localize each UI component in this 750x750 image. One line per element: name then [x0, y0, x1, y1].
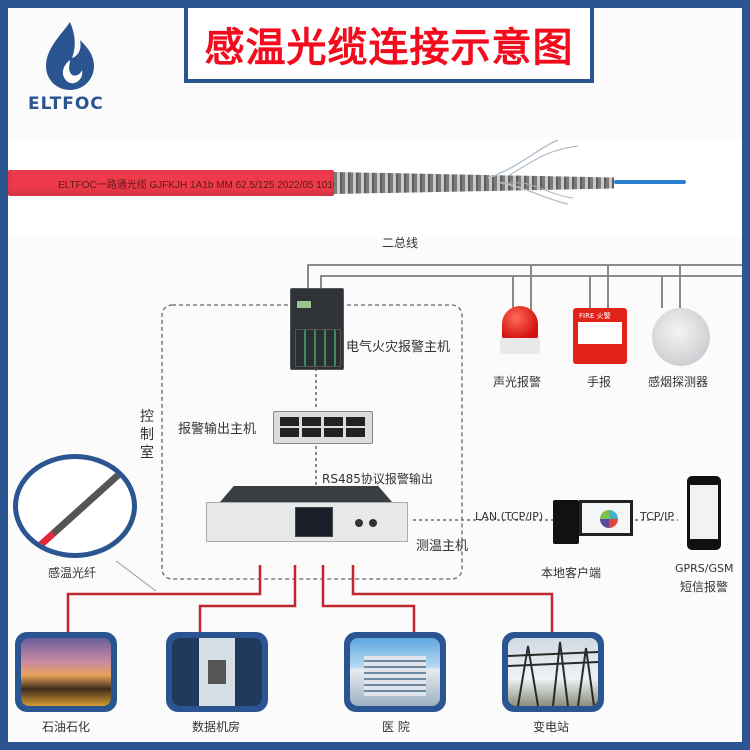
sound-light-alarm-device: [498, 306, 542, 362]
temp-measure-host-device: [206, 486, 408, 546]
alarm-output-host-label: 报警输出主机: [178, 422, 257, 437]
lan-label: LAN (TCP/IP): [475, 510, 544, 523]
fire-alarm-host-device: [290, 288, 344, 370]
mobile-phone-device: [687, 476, 721, 550]
fire-alarm-host-label: 电气火灾报警主机: [346, 340, 451, 355]
control-room-label-3: 室: [140, 445, 154, 461]
alarm-output-host-device: [273, 411, 373, 444]
control-room-label-2: 制: [140, 427, 154, 443]
sms-label-line1: GPRS/GSM: [675, 562, 734, 575]
app-panel-data-center: [166, 632, 268, 712]
brand-logo: ELTFOC: [22, 18, 122, 114]
control-room-label-1: 控: [140, 409, 154, 425]
cable-print-text: ELTFOC一路通光缆 GJFKJH 1A1b MM 62.5/125 2022…: [58, 180, 347, 191]
manual-alarm-plate: FIRE 火警: [579, 312, 611, 320]
sensing-fiber-label: 感温光纤: [48, 566, 97, 580]
cable-red-sheath: [8, 170, 334, 196]
cable-braided-armor: [334, 172, 614, 194]
local-client-pc-tower: [553, 500, 579, 544]
sensing-fiber-magnifier: [13, 454, 137, 558]
app-panel-substation: [502, 632, 604, 712]
sms-label-line2: 短信报警: [680, 580, 729, 594]
title-banner: 感温光缆连接示意图: [184, 8, 594, 83]
manual-alarm-label: 手报: [587, 375, 612, 389]
app-label-hospital: 医 院: [382, 720, 410, 734]
host-display: [295, 507, 333, 537]
cable-illustration: ELTFOC一路通光缆 GJFKJH 1A1b MM 62.5/125 2022…: [8, 138, 742, 238]
local-client-label: 本地客户端: [541, 566, 602, 580]
temp-host-label: 测温主机: [416, 539, 469, 554]
app-panel-refinery: [15, 632, 117, 712]
knob-2: [369, 519, 377, 527]
bus-label: 二总线: [382, 236, 419, 250]
local-client-monitor: [579, 500, 633, 536]
cable-frayed-wires: [487, 139, 579, 205]
hospital-icon: [350, 638, 440, 706]
pie-chart-icon: [600, 510, 618, 528]
refinery-icon: [21, 638, 111, 706]
page-title: 感温光缆连接示意图: [204, 24, 574, 71]
rs485-label: RS485协议报警输出: [322, 472, 433, 486]
app-label-substation: 变电站: [533, 720, 570, 734]
app-label-data-center: 数据机房: [192, 720, 241, 734]
data-center-icon: [172, 638, 262, 706]
cable-blue-fiber: [614, 180, 686, 184]
substation-icon: [508, 638, 598, 706]
tcpip-label: TCP/IP: [640, 510, 674, 523]
sound-light-alarm-label: 声光报警: [493, 375, 542, 389]
smoke-detector-label: 感烟探测器: [648, 375, 709, 389]
app-label-refinery: 石油石化: [42, 720, 91, 734]
water-drop-flame-icon: [46, 22, 94, 90]
app-panel-hospital: [344, 632, 446, 712]
smoke-detector-device: [652, 308, 710, 366]
knob-1: [355, 519, 363, 527]
host-screen: [297, 301, 311, 308]
diagram-canvas: ELTFOC 感温光缆连接示意图 ELTFOC一路通光缆 GJFKJH 1A1b…: [8, 8, 742, 742]
manual-alarm-device: FIRE 火警: [573, 308, 627, 364]
brand-name: ELTFOC: [28, 94, 104, 114]
